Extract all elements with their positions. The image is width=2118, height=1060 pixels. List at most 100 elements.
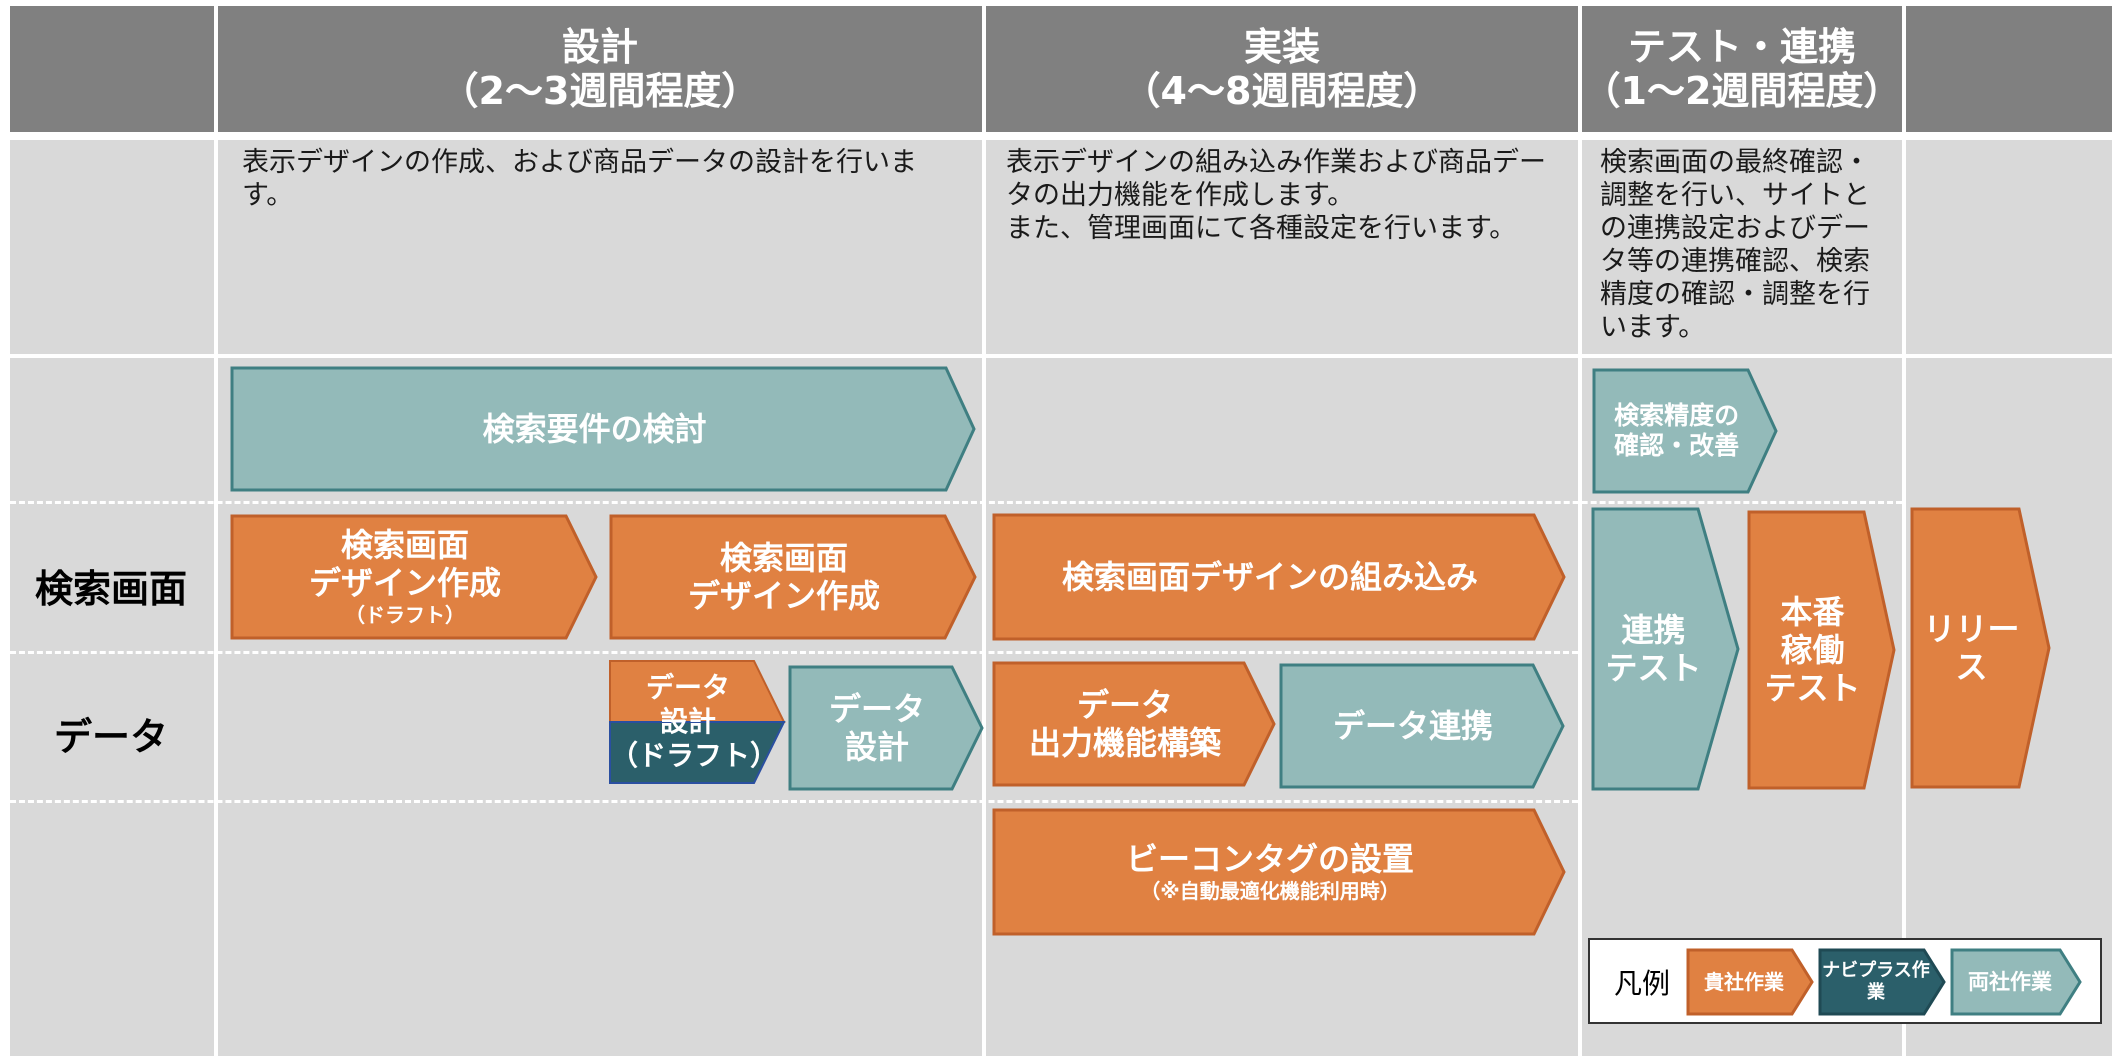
main-label-column xyxy=(10,358,214,1056)
task-label-line: 検索精度の xyxy=(1614,401,1740,430)
desc-line: 表示デザインの作成、および商品データの設計を行います。 xyxy=(242,147,917,211)
task-data-design: データ設計 xyxy=(788,665,984,791)
task-label-line: 検索画面デザインの組み込み xyxy=(1061,558,1478,596)
task-shape xyxy=(609,514,977,640)
task-label-line: リリース xyxy=(1923,610,2020,686)
task-screen-design: 検索画面デザイン作成 xyxy=(609,514,977,640)
task-label: データ設計（ドラフト） xyxy=(610,661,779,783)
task-shape xyxy=(1686,948,1814,1016)
phase-title: 設計 xyxy=(561,25,638,69)
task-shape-body xyxy=(1747,510,1896,790)
task-label: 検索画面デザイン作成 xyxy=(611,516,957,638)
task-shape-body xyxy=(992,661,1276,787)
desc-line: 精度の確認・調整を行 xyxy=(1600,279,1870,310)
task-label-line: データ xyxy=(645,671,730,704)
task-shape-body xyxy=(1818,948,1946,1016)
task-shape-body xyxy=(788,665,984,791)
task-shape-body xyxy=(230,366,976,492)
task-label-line: 検索画面 xyxy=(340,526,469,564)
task-shape-body xyxy=(609,514,977,640)
phase-duration: （1〜2週間程度） xyxy=(1582,69,1902,113)
header-release xyxy=(1906,6,2112,132)
task-label: 両社作業 xyxy=(1952,950,2068,1014)
task-shape-body xyxy=(1910,507,2051,789)
task-label-line: （ドラフト） xyxy=(610,739,779,772)
task-label-sub: （ドラフト） xyxy=(345,603,465,627)
task-data-link: データ連携 xyxy=(1279,663,1565,789)
task-label-line: 検索要件の検討 xyxy=(482,410,707,448)
row-separator xyxy=(10,501,1902,504)
phase-desc-test: 検索画面の最終確認・ 調整を行い、サイトと の連携設定およびデー タ等の連携確認… xyxy=(1582,140,1902,354)
task-shape-body xyxy=(1686,948,1814,1016)
task-label-line: 検索画面 xyxy=(719,539,848,577)
task-label: データ連携 xyxy=(1281,665,1545,787)
task-label: 検索要件の検討 xyxy=(232,368,957,490)
task-label-line: データ xyxy=(828,690,925,728)
task-shape-bottom xyxy=(609,721,786,784)
phase-desc-implementation: 表示デザインの組み込み作業および商品デー タの出力機能を作成します。 また、管理… xyxy=(986,140,1578,354)
task-label-line: 貴社作業 xyxy=(1704,970,1784,994)
desc-line: タ等の連携確認、検索 xyxy=(1600,246,1870,277)
task-shape xyxy=(992,661,1276,787)
desc-line: の連携設定およびデー xyxy=(1600,213,1870,244)
task-release: リリース xyxy=(1910,507,2051,789)
phase-header-test: テスト・連携 （1〜2週間程度） xyxy=(1582,6,1902,132)
task-label: データ設計 xyxy=(790,667,964,789)
task-label: ナビプラス作業 xyxy=(1820,950,1932,1014)
task-label: 検索画面デザイン作成（ドラフト） xyxy=(232,516,578,638)
task-label: データ出力機能構築 xyxy=(994,663,1256,785)
task-label-sub: （※自動最適化機能利用時） xyxy=(1140,879,1400,903)
desc-release xyxy=(1906,140,2112,354)
task-shape-body xyxy=(992,808,1566,936)
task-label: 連携テスト xyxy=(1593,509,1714,789)
task-label: ビーコンタグの設置（※自動最適化機能利用時） xyxy=(994,810,1546,934)
task-shape xyxy=(788,665,984,791)
task-label: リリース xyxy=(1912,509,2031,787)
legend-title: 凡例 xyxy=(1614,967,1671,1000)
task-production-test: 本番稼働テスト xyxy=(1747,510,1896,790)
task-shape-body xyxy=(1950,948,2082,1016)
task-shape xyxy=(1818,948,1946,1016)
task-shape xyxy=(1950,948,2082,1016)
task-shape xyxy=(1591,507,1740,791)
task-shape-body xyxy=(1592,368,1778,494)
task-shape-body xyxy=(992,513,1566,641)
task-label-line: 確認・改善 xyxy=(1614,431,1740,460)
task-label-line: データ xyxy=(1076,686,1173,724)
phase-desc-design: 表示デザインの作成、および商品データの設計を行います。 xyxy=(218,140,982,354)
task-link-test: 連携テスト xyxy=(1591,507,1740,791)
task-label: 貴社作業 xyxy=(1688,950,1800,1014)
task-shape xyxy=(1279,663,1565,789)
task-search-requirements: 検索要件の検討 xyxy=(230,366,976,492)
phase-title: テスト・連携 xyxy=(1627,25,1856,69)
task-screen-design-implementation: 検索画面デザインの組み込み xyxy=(992,513,1566,641)
task-label: 検索画面デザインの組み込み xyxy=(994,515,1546,639)
task-label: 本番稼働テスト xyxy=(1749,512,1876,788)
task-shape xyxy=(609,660,786,784)
task-label-line: データ連携 xyxy=(1332,707,1493,745)
row-label-search-screen: 検索画面 xyxy=(34,567,187,611)
task-label-line: ビーコンタグの設置 xyxy=(1125,840,1414,878)
phase-duration: （2〜3週間程度） xyxy=(440,69,760,113)
task-label: 検索精度の確認・改善 xyxy=(1594,370,1759,492)
task-label-line: デザイン作成 xyxy=(687,577,880,615)
task-data-design-draft: データ設計（ドラフト） xyxy=(609,660,786,784)
task-label-line: 連携 xyxy=(1621,611,1686,649)
task-beacon-tag: ビーコンタグの設置（※自動最適化機能利用時） xyxy=(992,808,1566,936)
legend-item-client: 貴社作業 xyxy=(1686,948,1814,1016)
task-label-line: 出力機能構築 xyxy=(1028,724,1221,762)
task-search-precision: 検索精度の確認・改善 xyxy=(1592,368,1778,494)
task-label-line: 両社作業 xyxy=(1968,969,2052,994)
task-shape xyxy=(1910,507,2051,789)
desc-blank xyxy=(10,140,214,354)
task-label-line: 本番 xyxy=(1780,593,1845,631)
task-shape xyxy=(1747,510,1896,790)
legend-item-both: 両社作業 xyxy=(1950,948,2082,1016)
task-shape xyxy=(992,513,1566,641)
task-label-line: デザイン作成 xyxy=(308,564,501,602)
desc-line: 調整を行い、サイトと xyxy=(1600,180,1870,211)
desc-line: います。 xyxy=(1600,312,1706,343)
phase-header-design: 設計 （2〜3週間程度） xyxy=(218,6,982,132)
task-label-line: ナビプラス作業 xyxy=(1822,960,1930,1003)
legend-item-naviplus: ナビプラス作業 xyxy=(1818,948,1946,1016)
